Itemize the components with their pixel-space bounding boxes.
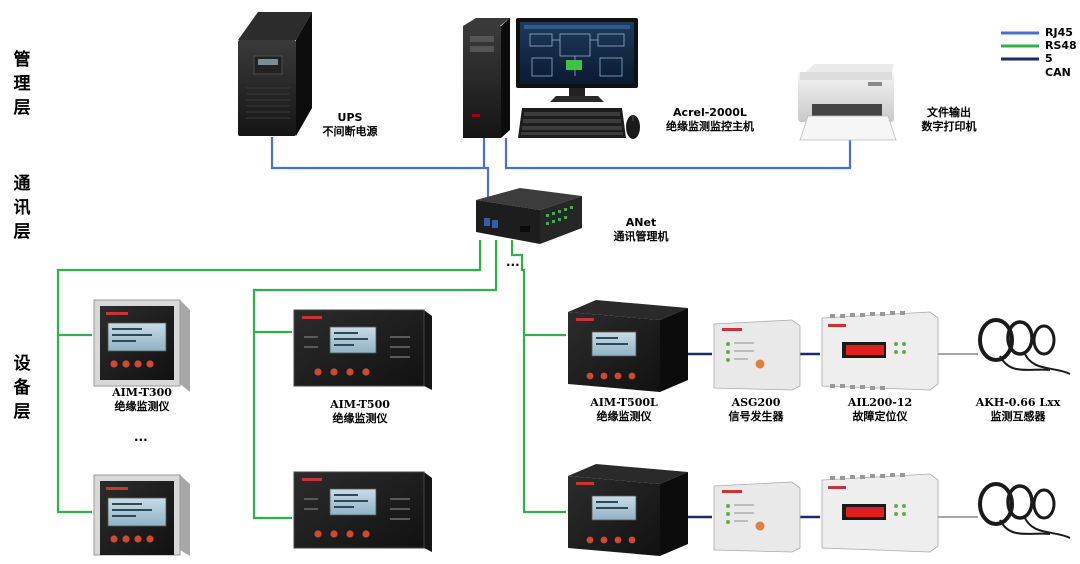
- rj45-links: [270, 133, 852, 200]
- aim-t500l-name: AIM-T500L: [590, 396, 658, 409]
- aim-t500l-desc: 绝缘监测仪: [596, 410, 652, 423]
- asg200-bottom-image: [713, 481, 801, 553]
- aim-t500l-top-image: [568, 300, 688, 392]
- printer-to-anet-link: [504, 133, 852, 170]
- ail200-top-image: [821, 311, 939, 391]
- ups-name: UPS: [337, 111, 363, 124]
- host-label: Acrel-2000L 绝缘监测监控主机: [648, 106, 772, 134]
- akh-sensor-top-image: [978, 318, 1071, 375]
- mouse-image: [626, 115, 640, 139]
- aim-t300-top-image: [93, 299, 190, 392]
- aim-t300-name: AIM-T300: [112, 386, 172, 399]
- ups-desc: 不间断电源: [322, 125, 378, 138]
- legend-label-can: CAN: [1045, 66, 1071, 79]
- aim-t500-name: AIM-T500: [330, 398, 390, 411]
- printer-name: 文件输出: [927, 106, 971, 119]
- legend-label-rs485: RS48 5: [1045, 39, 1077, 65]
- layer-label-management: 管 理 层: [13, 50, 31, 118]
- host-monitor-image: [516, 18, 638, 102]
- can-links: [684, 352, 820, 519]
- asg200-label: ASG200 信号发生器: [714, 396, 798, 424]
- t500-bus: [252, 240, 498, 520]
- anet-label: ANet 通讯管理机: [598, 216, 684, 244]
- aim-t300-label: AIM-T300 绝缘监测仪: [92, 386, 192, 414]
- asg200-name: ASG200: [731, 396, 781, 409]
- asg200-top-image: [713, 319, 801, 391]
- ups-label: UPS 不间断电源: [300, 111, 400, 139]
- keyboard-image: [518, 108, 626, 138]
- aim-t300-more-ellipsis: ...: [134, 430, 148, 444]
- host-desc: 绝缘监测监控主机: [666, 120, 754, 133]
- aim-t500-desc: 绝缘监测仪: [332, 412, 388, 425]
- layer-label-device: 设 备 层: [13, 354, 31, 422]
- anet-desc: 通讯管理机: [613, 230, 669, 243]
- akh-label: AKH-0.66 Lxx 监测互感器: [966, 396, 1070, 424]
- ail200-name: AIL200-12: [847, 396, 913, 409]
- ail200-bottom-image: [821, 473, 939, 553]
- legend-lines: [1001, 31, 1039, 61]
- anet-more-ellipsis: ...: [506, 255, 520, 269]
- host-tower-image: [463, 18, 510, 138]
- printer-label: 文件输出 数字打印机: [910, 106, 988, 134]
- t500l-bus: [510, 240, 566, 514]
- aim-t300-desc: 绝缘监测仪: [114, 400, 170, 413]
- ups-to-anet-link: [270, 137, 490, 200]
- ail200-desc: 故障定位仪: [852, 410, 908, 423]
- sensor-links: [938, 353, 978, 518]
- aim-t500-top-image: [293, 309, 432, 390]
- ups-device-image: [238, 12, 312, 136]
- anet-name: ANet: [625, 216, 657, 229]
- t300-bus: [56, 240, 482, 514]
- akh-desc: 监测互感器: [990, 410, 1046, 423]
- printer-desc: 数字打印机: [921, 120, 977, 133]
- rs485-links: [56, 240, 566, 520]
- aim-t500-label: AIM-T500 绝缘监测仪: [310, 398, 410, 426]
- host-name: Acrel-2000L: [673, 106, 747, 119]
- layer-label-communication: 通 讯 层: [13, 174, 31, 242]
- aim-t500-bottom-image: [293, 471, 432, 552]
- ail200-label: AIL200-12 故障定位仪: [838, 396, 922, 424]
- anet-gateway-image: [476, 188, 582, 244]
- aim-t300-bottom-image: [93, 474, 190, 556]
- legend-label-rj45: RJ45: [1045, 26, 1073, 39]
- akh-name: AKH-0.66 Lxx: [975, 396, 1061, 409]
- printer-image: [798, 64, 897, 141]
- aim-t500l-bottom-image: [568, 464, 688, 556]
- akh-sensor-bottom-image: [978, 482, 1071, 539]
- aim-t500l-label: AIM-T500L 绝缘监测仪: [574, 396, 674, 424]
- asg200-desc: 信号发生器: [728, 410, 784, 423]
